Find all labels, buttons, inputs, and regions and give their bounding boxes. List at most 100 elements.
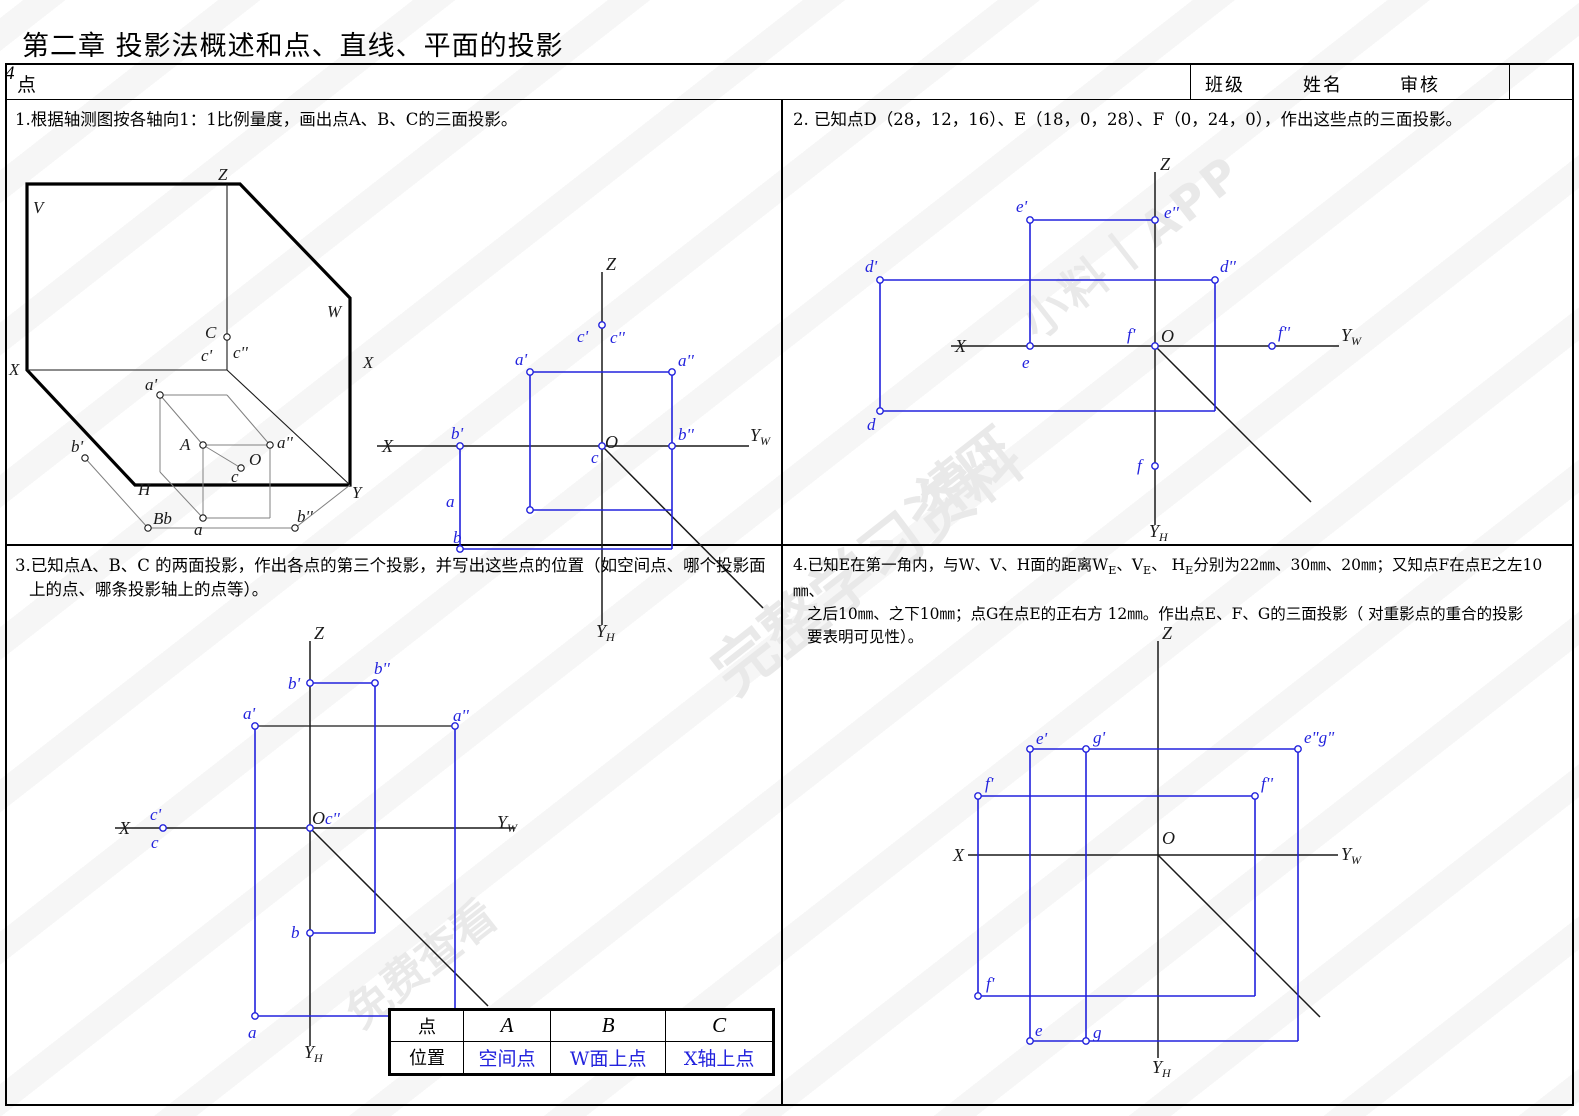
svg-text:a'': a'' [453,706,469,725]
svg-text:a'': a'' [277,433,293,452]
projection-3-axis-labels: X Z O YW YH [118,623,518,1065]
svg-text:c': c' [201,346,213,365]
projection-4-markers [974,745,1302,1045]
answer-table-header-a: A [462,1010,552,1042]
answer-table-value-row: 位置 空间点 W面上点 X轴上点 [390,1040,773,1075]
svg-text:b: b [453,528,462,547]
svg-text:d: d [867,415,876,434]
svg-text:b: b [291,923,300,942]
panel-question-4: 4.已知E在第一角内，与W、V、H面的距离WE、VE、 HE分别为22㎜、30㎜… [783,546,1574,1106]
projection-4-ink [977,748,1299,1042]
svg-text:W: W [327,302,343,321]
projection-1-ink [459,371,673,550]
svg-text:e: e [1022,353,1030,372]
svg-text:O: O [312,808,325,828]
svg-text:O: O [1162,828,1175,848]
svg-text:g': g' [1093,728,1106,747]
svg-text:d'': d'' [1220,257,1236,276]
svg-text:X: X [381,436,394,456]
header-divider-2 [1509,63,1511,99]
projection-diagram-4: e' g' e"g" f' f'' f' e g X Z O YW YH [952,623,1362,1080]
answer-cell-c[interactable]: X轴上点 [665,1040,773,1075]
panel-question-2: 2. 已知点D（28，12，16）、E（18，0，28）、F（0，24，0），作… [783,100,1574,544]
projection-1-blue-labels: c' c'' a' a'' b' b'' a b c [446,327,694,547]
svg-text:b'': b'' [374,659,390,678]
svg-text:d': d' [865,257,878,276]
svg-text:Z: Z [218,165,228,184]
axono-point-markers [81,333,299,532]
svg-text:c'': c'' [610,328,625,347]
svg-text:a': a' [243,704,256,723]
svg-text:Bb: Bb [153,509,172,528]
svg-text:O: O [249,450,261,469]
header-name-field: 姓名 [1303,75,1343,96]
projection-3-ink [254,682,456,1017]
svg-text:a: a [446,492,455,511]
answer-cell-a[interactable]: 空间点 [462,1040,552,1075]
axono-labels: V H W X X Y Z C c' c'' a' A a'' b' O c a [8,165,374,539]
panel-1-drawings: V H W X X Y Z C c' c'' a' A a'' b' O c a [8,165,771,644]
answer-cell-b[interactable]: W面上点 [550,1040,667,1075]
panel-4-drawings: e' g' e"g" f' f'' f' e g X Z O YW YH [952,623,1362,1080]
svg-text:b': b' [71,437,84,456]
svg-text:f'': f'' [1278,323,1290,342]
svg-text:YW: YW [1341,325,1362,348]
svg-text:e"g": e"g" [1304,728,1335,747]
svg-text:O: O [605,432,618,452]
panel-question-1: 1.根据轴测图按各轴向1：1比例量度，画出点A、B、C的三面投影。 [5,100,781,644]
svg-text:YH: YH [1152,1057,1172,1080]
svg-text:c': c' [150,805,162,824]
svg-text:b'': b'' [297,507,313,526]
svg-text:c'': c'' [233,343,248,362]
svg-text:YH: YH [1149,521,1169,544]
projection-diagram-3: b' b'' a' a'' c' c c'' b a X Z O YW YH [115,623,518,1065]
svg-text:b': b' [451,424,464,443]
svg-text:Z: Z [314,623,325,643]
answer-table-row-label: 位置 [390,1040,464,1075]
svg-text:X: X [952,845,965,865]
svg-text:V: V [33,198,46,217]
svg-text:f': f' [985,774,994,793]
answer-table-header-c: C [665,1010,773,1042]
answer-table[interactable]: 点 A B C 位置 空间点 W面上点 X轴上点 [388,1008,775,1076]
svg-text:b'': b'' [678,425,694,444]
svg-text:a': a' [145,375,158,394]
svg-text:YW: YW [1341,844,1362,867]
svg-text:X: X [954,336,967,356]
header-review-field: 审核 [1400,75,1440,96]
svg-text:b': b' [288,674,301,693]
svg-text:f': f' [1127,325,1136,344]
svg-text:a'': a'' [678,351,694,370]
svg-text:f'': f'' [1261,774,1273,793]
sheet-header-row: 点 班级 姓名 审核 4 [5,63,1574,100]
projection-1-markers [456,321,676,553]
svg-text:c: c [231,467,239,486]
projection-3-markers [159,679,459,1020]
svg-text:YW: YW [750,425,771,448]
svg-text:e': e' [1036,729,1048,748]
svg-text:O: O [1161,326,1174,346]
svg-text:Z: Z [1160,154,1171,174]
svg-text:Z: Z [1162,623,1173,643]
svg-text:e: e [1035,1021,1043,1040]
svg-text:YW: YW [497,812,518,835]
sheet-topic-label: 点 [17,74,37,96]
svg-text:Z: Z [606,254,617,274]
svg-text:YH: YH [304,1042,324,1065]
header-class-field: 班级 [1205,75,1245,96]
projection-diagram-2: e' e'' d' d'' f' f'' e d f X Z O YW YH [865,154,1362,544]
svg-text:X: X [118,818,131,838]
svg-text:e'': e'' [1164,203,1179,222]
svg-text:a: a [248,1023,257,1042]
svg-text:a': a' [515,350,528,369]
projection-4-axis-labels: X Z O YW YH [952,623,1362,1080]
projection-2-blue-labels: e' e'' d' d'' f' f'' e d f [865,197,1290,475]
answer-table-header-row: 点 A B C [390,1010,773,1042]
panel-2-drawings: e' e'' d' d'' f' f'' e d f X Z O YW YH [865,154,1362,544]
svg-text:f: f [1137,456,1144,475]
svg-text:f': f' [986,974,995,993]
svg-text:a: a [194,520,203,539]
projection-2-ink [879,219,1216,412]
svg-text:A: A [179,435,191,454]
axonometric-diagram: V H W X X Y Z C c' c'' a' A a'' b' O c a [8,165,374,539]
